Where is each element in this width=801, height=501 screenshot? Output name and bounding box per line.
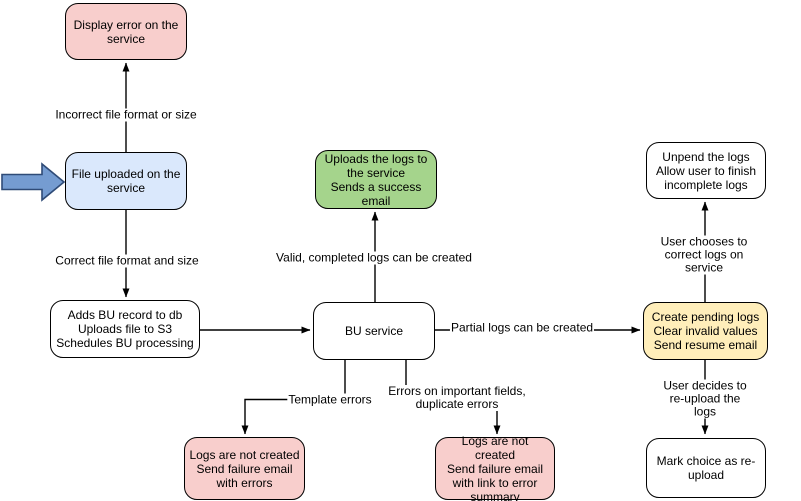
edge-label-user-chooses: User chooses to correct logs on service xyxy=(655,235,753,275)
node-unpend-logs: Unpend the logs Allow user to finish inc… xyxy=(646,142,766,199)
node-create-pending: Create pending logs Clear invalid values… xyxy=(643,302,768,360)
node-mark-choice: Mark choice as re- upload xyxy=(646,438,766,498)
edge-label-valid-logs: Valid, completed logs can be created xyxy=(275,250,473,265)
node-logs-not-created-fields: Logs are not created Send failure email … xyxy=(435,434,555,501)
edge-label-partial-logs: Partial logs can be created xyxy=(449,320,595,335)
node-logs-not-created-template: Logs are not created Send failure email … xyxy=(184,437,305,500)
node-file-uploaded: File uploaded on the service xyxy=(65,152,187,210)
edge-label-incorrect-format: Incorrect file format or size xyxy=(54,107,198,122)
entry-block-arrow-icon xyxy=(1,162,66,202)
edge-label-correct-format: Correct file format and size xyxy=(54,253,200,268)
node-bu-service: BU service xyxy=(313,302,435,360)
edge-label-user-decides: User decides to re-upload the logs xyxy=(657,379,753,419)
edge-label-template-errors: Template errors xyxy=(287,392,373,407)
node-uploads-logs: Uploads the logs to the service Sends a … xyxy=(315,150,437,209)
node-adds-bu-record: Adds BU record to db Uploads file to S3 … xyxy=(50,300,200,358)
node-display-error: Display error on the service xyxy=(65,3,187,60)
edge-label-important-fields: Errors on important fields, duplicate er… xyxy=(387,384,527,411)
